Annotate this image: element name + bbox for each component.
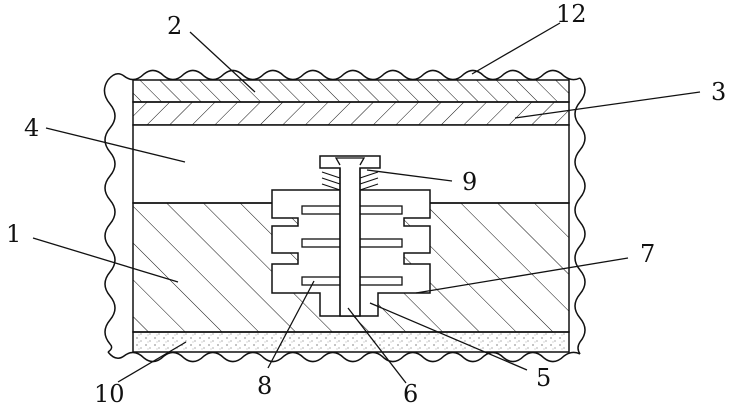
bottom-break-line <box>108 352 580 362</box>
callout-12: 12 <box>556 0 587 28</box>
left-break-line <box>104 80 115 352</box>
layer-10-dotted-strip <box>133 332 569 352</box>
callout-10: 10 <box>94 380 125 406</box>
right-break-line <box>575 78 585 354</box>
callout-3: 3 <box>711 78 726 106</box>
callout-7: 7 <box>640 240 655 268</box>
callout-2: 2 <box>167 12 182 40</box>
callout-1: 1 <box>6 220 21 248</box>
layer-2-top-band <box>133 80 569 102</box>
callout-8: 8 <box>257 372 272 400</box>
layer-3-band <box>133 102 569 125</box>
callout-4: 4 <box>24 114 39 142</box>
top-break-line <box>108 70 580 80</box>
callout-6: 6 <box>403 380 418 406</box>
callout-5: 5 <box>536 364 551 392</box>
callout-9: 9 <box>462 168 477 196</box>
